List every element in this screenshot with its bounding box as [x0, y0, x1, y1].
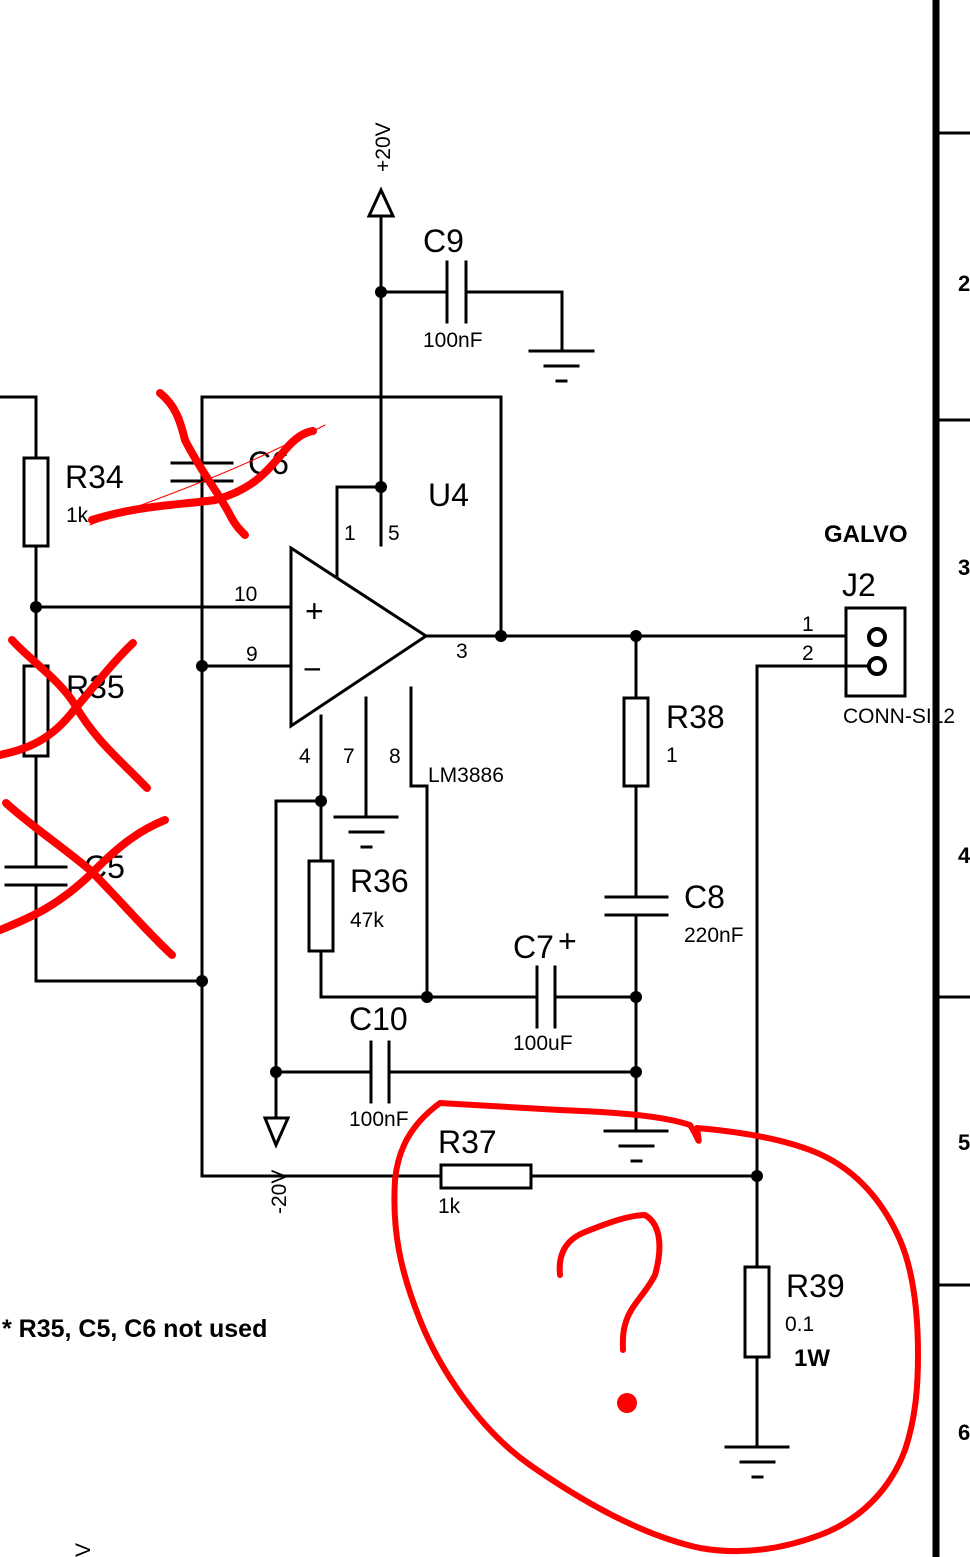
junction-dot	[495, 630, 507, 642]
pin-10-label: 10	[234, 583, 257, 606]
wire	[335, 485, 383, 579]
wire	[274, 799, 323, 1120]
capacitor-c9[interactable]: C9 100nF	[379, 223, 564, 352]
wire	[319, 949, 539, 999]
r37-ref: R37	[438, 1124, 497, 1160]
inverting-sign: −	[303, 651, 322, 687]
ground-symbol	[528, 349, 595, 383]
c7-value: 100uF	[513, 1032, 573, 1055]
r34-value: 1k	[66, 504, 89, 527]
zone-label: 5	[958, 1130, 970, 1155]
c7-polarity: +	[558, 923, 577, 959]
ground-symbol	[603, 1129, 669, 1163]
r38-ref: R38	[666, 699, 725, 735]
c10-value: 100nF	[349, 1108, 409, 1131]
c8-ref: C8	[684, 879, 725, 915]
question-mark-dot	[617, 1393, 637, 1413]
connector-j2[interactable]: GALVO J2 1 2 CONN-SIL2	[802, 521, 955, 728]
c9-ref: C9	[423, 223, 464, 259]
opamp-u4[interactable]: + − U4 LM3886 1 5 10 9 3 4 7 8	[234, 477, 504, 787]
supply-positive-label: +20V	[372, 122, 395, 172]
pin-9-label: 9	[246, 643, 258, 666]
connector-title: GALVO	[824, 521, 908, 548]
resistor-r34[interactable]: R34 1k	[22, 456, 124, 548]
c9-value: 100nF	[423, 329, 483, 352]
wire	[0, 395, 38, 460]
wire	[755, 664, 871, 1269]
junction-dot	[196, 660, 208, 672]
capacitor-c7[interactable]: C7 + 100uF	[513, 923, 638, 1055]
junction-dot	[751, 1170, 763, 1182]
r37-value: 1k	[438, 1195, 461, 1218]
r39-ref: R39	[786, 1268, 845, 1304]
r36-ref: R36	[350, 863, 409, 899]
r34-ref: R34	[65, 459, 124, 495]
resistor-r37[interactable]: R37 1k	[438, 1124, 533, 1218]
pin-8-label: 8	[389, 745, 401, 768]
supply-negative: -20V	[262, 1116, 291, 1214]
zone-label: 2	[958, 271, 970, 296]
pin-7-label: 7	[343, 745, 355, 768]
pin-4-label: 4	[299, 745, 311, 768]
resistor-r36[interactable]: R36 47k	[307, 859, 409, 953]
red-annotations	[0, 389, 921, 1555]
wire	[200, 395, 503, 1178]
pin-5-label: 5	[388, 522, 400, 545]
r38-value: 1	[666, 744, 678, 767]
junction-dot	[270, 1066, 282, 1078]
supply-negative-label: -20V	[268, 1170, 291, 1214]
ground-symbol	[724, 1445, 790, 1479]
resistor-r38[interactable]: R38 1	[622, 696, 725, 788]
wire	[409, 686, 429, 999]
j2-pin-2-label: 2	[802, 642, 814, 665]
c10-ref: C10	[349, 1001, 408, 1037]
capacitor-c10[interactable]: C10 100nF	[274, 1001, 638, 1131]
footnote: * R35, C5, C6 not used	[2, 1315, 267, 1343]
pin-1-label: 1	[344, 522, 356, 545]
c8-value: 220nF	[684, 924, 744, 947]
clipped-label: V	[72, 1543, 95, 1557]
junction-dot	[375, 481, 387, 493]
sheet-border: 2 3 4 5 6	[932, 0, 970, 1557]
resistor-r39[interactable]: R39 0.1 1W	[743, 1265, 845, 1372]
j2-pin-1-label: 1	[802, 613, 814, 636]
r39-value: 0.1	[785, 1313, 814, 1336]
c7-ref: C7	[513, 929, 554, 965]
junction-dot	[421, 991, 433, 1003]
junction-dot	[315, 795, 327, 807]
r36-value: 47k	[350, 909, 384, 932]
ground-symbol	[333, 815, 399, 849]
supply-positive: +20V	[366, 122, 396, 218]
junction-dot	[375, 286, 387, 298]
j2-ref: J2	[842, 567, 876, 603]
r39-power: 1W	[794, 1345, 830, 1372]
noninverting-sign: +	[305, 593, 324, 629]
j2-part: CONN-SIL2	[843, 705, 955, 728]
junction-dot	[30, 601, 42, 613]
pin-3-label: 3	[456, 640, 468, 663]
zone-label: 6	[958, 1420, 970, 1445]
zone-label: 3	[958, 555, 970, 580]
zone-label: 4	[958, 843, 970, 868]
u4-part: LM3886	[428, 764, 504, 787]
junction-dot	[196, 975, 208, 987]
u4-ref: U4	[428, 477, 469, 513]
capacitor-c8[interactable]: C8 220nF	[604, 879, 744, 947]
